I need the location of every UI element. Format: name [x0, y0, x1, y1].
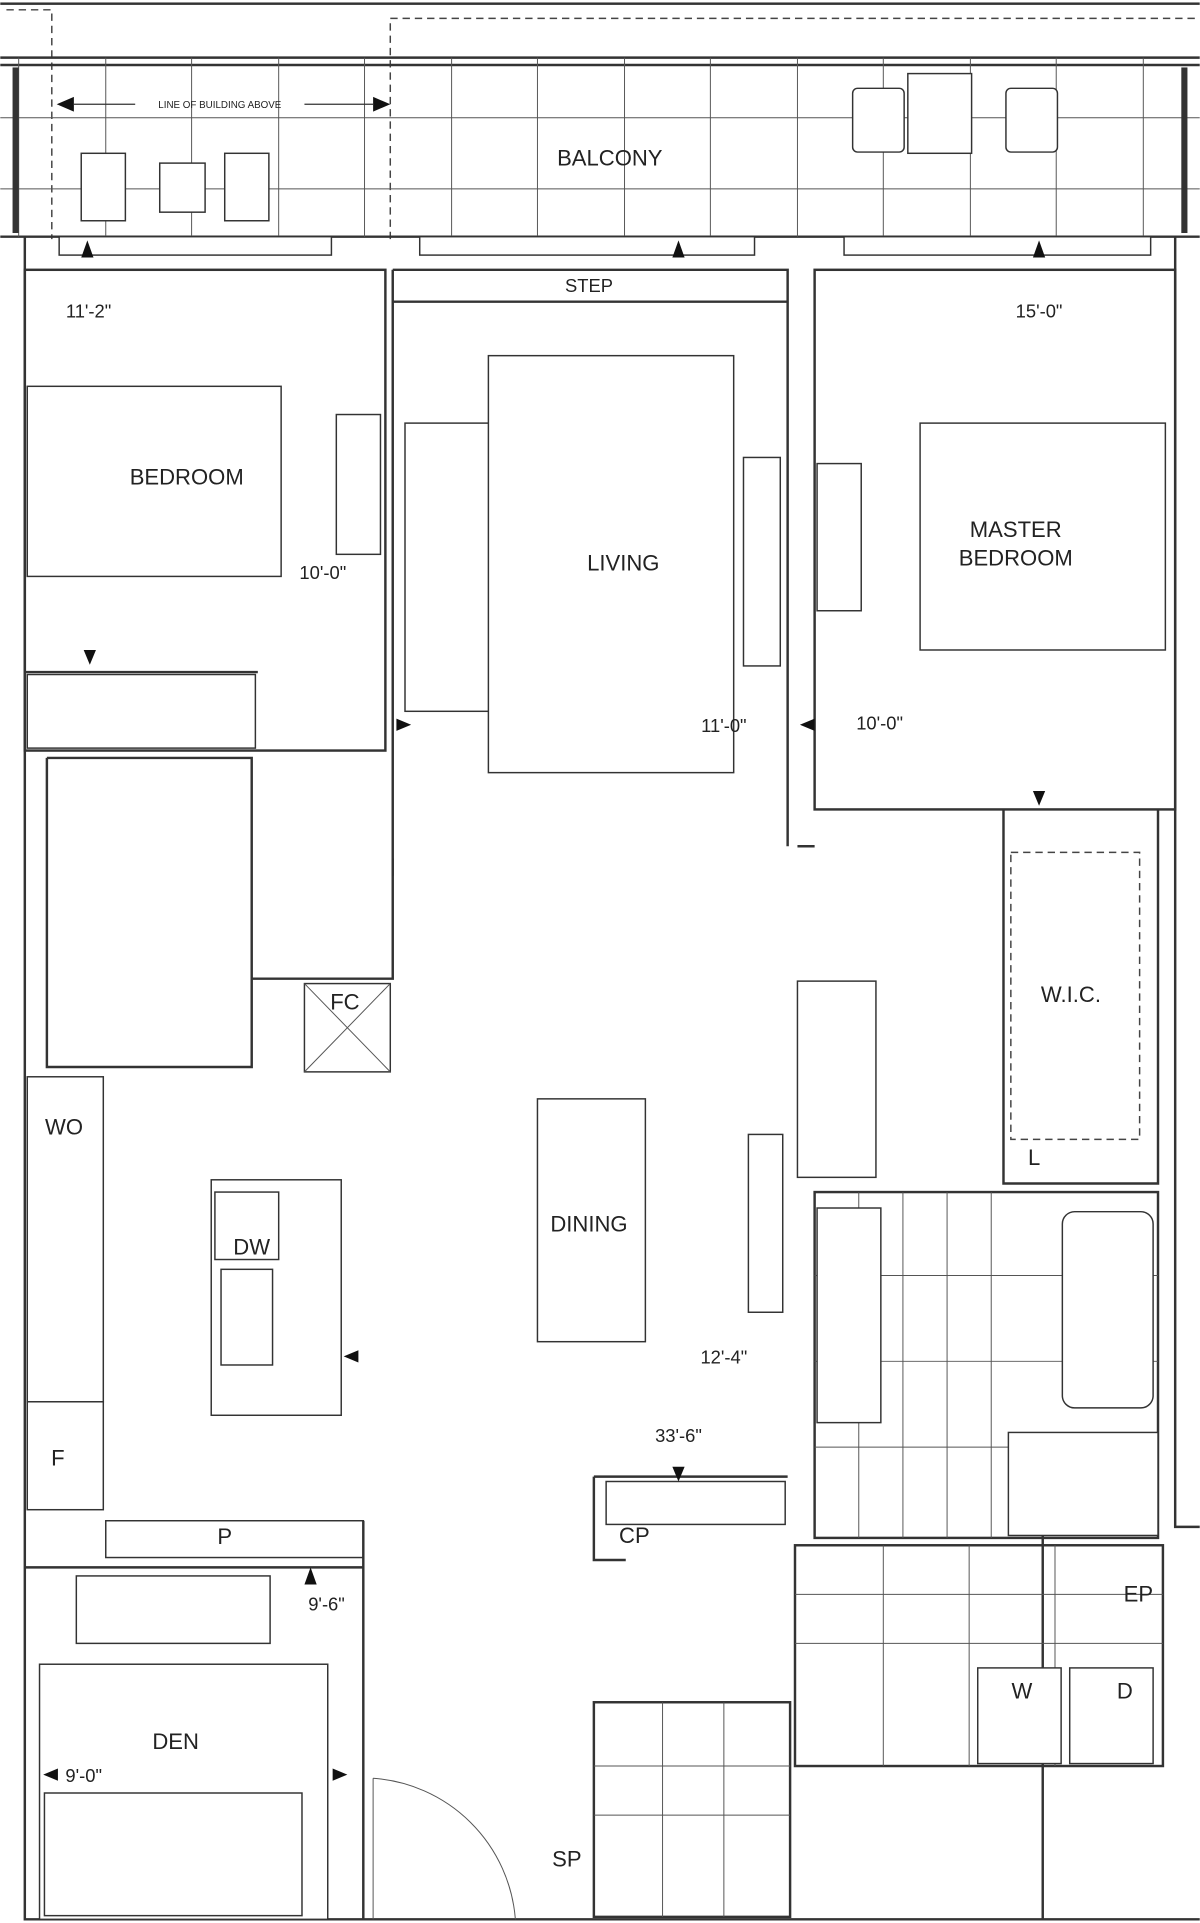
room-label-den: DEN: [152, 1729, 199, 1754]
dim-den-width: 9'-0": [65, 1765, 102, 1786]
dim-den-depth: 9'-6": [308, 1593, 345, 1614]
dim-master-depth: 10'-0": [856, 713, 903, 734]
room-label-balcony: BALCONY: [557, 146, 663, 171]
room-label-bedroom: BEDROOM: [130, 464, 244, 489]
balcony: [0, 2, 1200, 240]
room-label-fc: FC: [330, 989, 359, 1014]
dim-bedroom-depth: 10'-0": [299, 562, 346, 583]
room-label-master-1: MASTER: [970, 517, 1062, 542]
dim-dining: 12'-4": [700, 1347, 747, 1368]
walls: [23, 236, 1200, 1921]
room-label-pantry: P: [217, 1524, 232, 1549]
room-label-ep: EP: [1124, 1582, 1153, 1607]
dim-overall: 33'-6": [655, 1425, 702, 1446]
room-label-master-2: BEDROOM: [959, 545, 1073, 570]
building-line-note: LINE OF BUILDING ABOVE: [158, 100, 282, 111]
room-label-dryer: D: [1117, 1679, 1133, 1704]
dim-living-width: 11'-0": [701, 715, 746, 736]
room-label-linen: L: [1028, 1145, 1040, 1170]
dim-master-width: 15'-0": [1016, 301, 1063, 322]
room-label-living: LIVING: [587, 550, 659, 575]
room-label-cp: CP: [619, 1523, 650, 1548]
windows: [58, 235, 1152, 256]
room-label-wo: WO: [45, 1114, 83, 1139]
room-label-dining: DINING: [550, 1211, 627, 1236]
dim-bedroom-width: 11'-2": [66, 301, 111, 322]
room-label-dw: DW: [233, 1235, 270, 1260]
room-label-wic: W.I.C.: [1041, 982, 1101, 1007]
room-label-washer: W: [1011, 1679, 1032, 1704]
room-label-fridge: F: [51, 1446, 64, 1471]
step-label: STEP: [565, 275, 613, 296]
room-label-sp: SP: [552, 1847, 581, 1872]
